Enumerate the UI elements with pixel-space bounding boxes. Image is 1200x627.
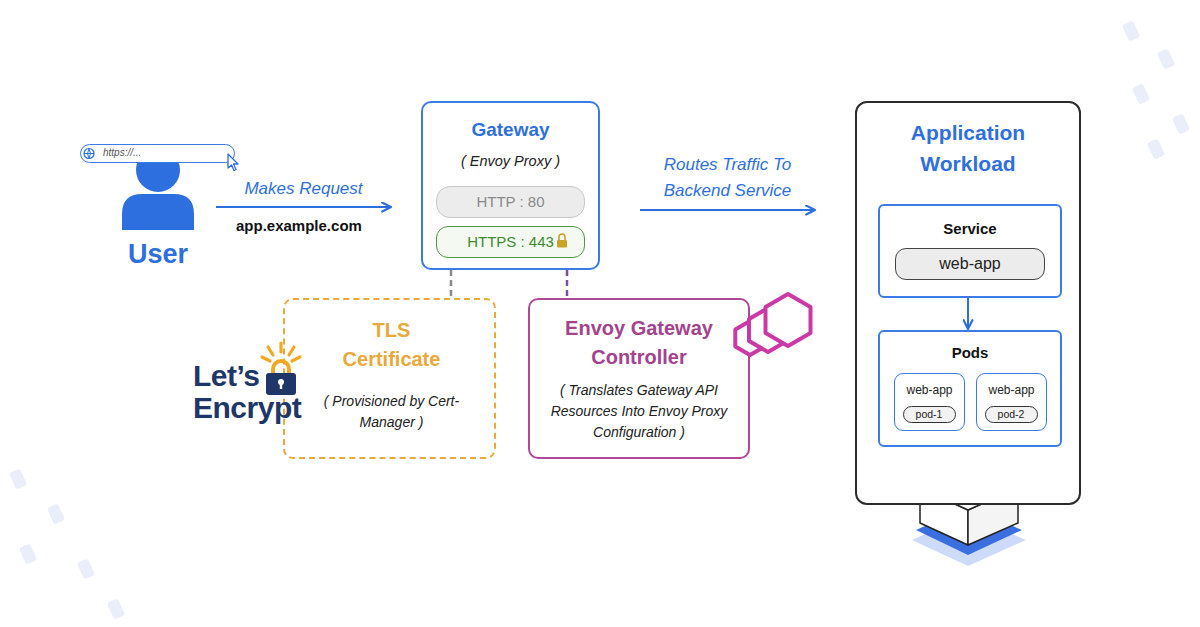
faint-mark	[1147, 138, 1165, 159]
node-title: HTTPS : 443	[437, 227, 584, 256]
node-subtitle: ( Provisioned by Cert-Manager )	[323, 391, 460, 433]
certificate-box: TLS Certificate ( Provisioned by Cert-Man…	[283, 298, 496, 459]
node-title: Pods	[880, 343, 1060, 363]
logo-hexagon	[749, 308, 787, 352]
connector-arrow	[566, 270, 569, 298]
logo-hexagon	[735, 321, 764, 355]
pod-box: web-app pod-2	[976, 373, 1047, 431]
faint-mark	[107, 598, 125, 619]
faint-mark	[1122, 20, 1140, 41]
node-title: Application Workload	[893, 117, 1043, 179]
faint-mark	[47, 503, 65, 524]
node-title: Envoy Gateway Controller	[536, 314, 742, 372]
faint-mark	[77, 558, 95, 579]
node-subtitle: ( Envoy Proxy )	[423, 151, 598, 171]
node-title: pod-1	[904, 407, 955, 421]
service-pill: web-app	[895, 248, 1045, 280]
pod-box: web-app pod-1	[894, 373, 965, 431]
node-title: pod-2	[986, 407, 1037, 421]
faint-mark	[9, 468, 27, 489]
logo-keyhole	[278, 379, 284, 385]
globe-icon	[84, 149, 94, 159]
faint-mark	[1157, 48, 1175, 69]
node-title: Gateway	[423, 118, 598, 142]
gateway-box: Gateway ( Envoy Proxy ) HTTP : 80 HTTPS : 4…	[421, 101, 600, 270]
workload-box: Application WorkloadServiceweb-appPodswe…	[855, 101, 1081, 505]
logo-shackle	[273, 361, 289, 374]
node-subtitle: ( Translates Gateway API Resources Into …	[536, 380, 742, 443]
letsencrypt-logo	[262, 343, 300, 395]
faint-mark	[1132, 83, 1150, 104]
faint-mark	[1172, 113, 1190, 134]
host-label: app.example.com	[236, 216, 362, 236]
logo-hexagon	[766, 294, 811, 346]
node-title: web-app	[896, 250, 1044, 278]
faint-pattern	[9, 20, 1190, 619]
logo-keyhole	[280, 383, 282, 389]
logo-rays	[262, 343, 300, 361]
connector-arrow	[967, 298, 969, 329]
controller-box: Envoy Gateway Controller ( Translates Gat…	[528, 298, 750, 459]
pod-tag: pod-2	[985, 406, 1038, 423]
url-bar: https://...	[80, 144, 235, 163]
envoy-logo	[735, 294, 810, 355]
https-lock	[557, 234, 567, 248]
url-icons	[84, 149, 238, 171]
node-title: User	[112, 238, 204, 270]
actor: User	[112, 146, 204, 272]
listener-pill: HTTPS : 443	[436, 226, 585, 258]
pod-tag: pod-1	[903, 406, 956, 423]
node-title: TLS Certificate	[323, 316, 460, 374]
edge-label: Routes Traffic To Backend Service	[640, 152, 815, 204]
lock-shackle	[559, 234, 565, 240]
node-title: HTTP : 80	[437, 187, 584, 216]
node-title: web-app	[895, 383, 964, 398]
service-box: Service web-app	[878, 204, 1062, 298]
logo-lock	[266, 373, 296, 395]
lock-body	[557, 240, 567, 248]
mouse-cursor	[228, 154, 238, 171]
node-title: web-app	[977, 383, 1046, 398]
connector-arrow	[216, 206, 391, 208]
faint-mark	[19, 543, 37, 564]
globe-lines	[84, 149, 94, 159]
edge-label: Makes Request	[219, 176, 389, 202]
connector-arrow	[640, 209, 815, 211]
listener-pill: HTTP : 80	[436, 186, 585, 218]
node-title: Service	[880, 219, 1060, 239]
node-title: https://...	[103, 146, 228, 160]
user-body	[122, 194, 194, 230]
connector-arrow	[450, 270, 453, 298]
pods-box: Pods web-app pod-1 web-app pod-2	[878, 330, 1062, 447]
